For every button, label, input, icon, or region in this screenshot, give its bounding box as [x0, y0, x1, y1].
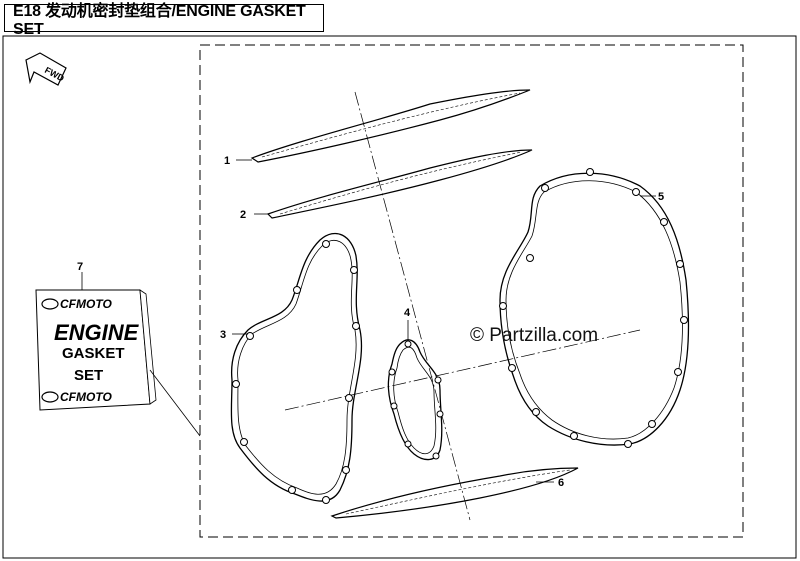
callout-3: 3 [220, 329, 226, 341]
center-axis-vertical [354, 91, 471, 521]
center-axis-horizontal [284, 329, 641, 411]
part-4-small-cover-gasket [387, 339, 444, 461]
diagram-title-text: E18 发动机密封垫组合/ENGINE GASKET SET [13, 3, 306, 38]
kit-label-line3: SET [74, 367, 103, 384]
callout-7: 7 [77, 261, 83, 273]
kit-label-brand-top: CFMOTO [60, 297, 112, 311]
callout-4: 4 [404, 307, 411, 319]
kit-label-line2: GASKET [62, 345, 125, 362]
callout-5: 5 [658, 191, 664, 203]
watermark-text: © Partzilla.com [470, 325, 599, 346]
part-7-kit-label: CFMOTO ENGINE GASKET SET CFMOTO [35, 289, 157, 411]
part-5-right-cover-gasket [499, 168, 690, 448]
callout-6: 6 [558, 477, 564, 489]
kit-label-line1: ENGINE [54, 320, 140, 345]
part-1-cylinder-head-gasket [250, 89, 531, 163]
assembly-dashed-box [199, 44, 744, 538]
leader-line-7-to-box [149, 369, 201, 437]
callout-2: 2 [240, 209, 246, 221]
part-2-cylinder-base-gasket [266, 149, 533, 219]
part-3-left-cover-gasket [230, 232, 363, 504]
fwd-arrow-icon: FWD [25, 52, 67, 86]
kit-label-brand-bottom: CFMOTO [60, 390, 112, 404]
cfmoto-logo-top: CFMOTO [41, 297, 112, 311]
diagram-outer-border [2, 35, 797, 559]
part-6-flat-gasket [330, 467, 579, 519]
cfmoto-logo-bottom: CFMOTO [41, 390, 112, 404]
callout-1: 1 [224, 155, 230, 167]
diagram-title: E18 发动机密封垫组合/ENGINE GASKET SET [4, 3, 324, 38]
